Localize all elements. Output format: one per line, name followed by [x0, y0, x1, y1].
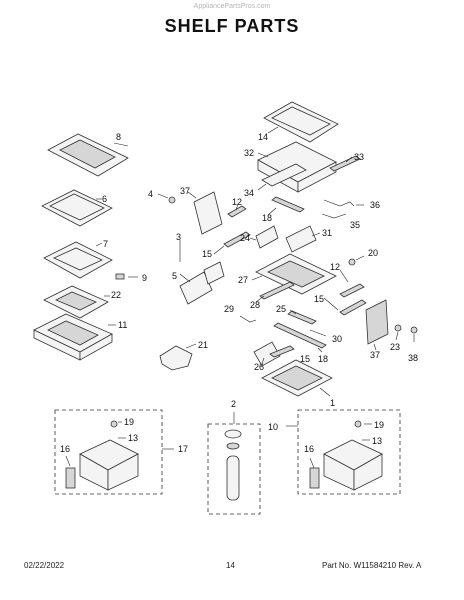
callout-6: 6	[102, 194, 107, 204]
panel-31	[285, 225, 321, 253]
cover-34	[257, 163, 307, 191]
shelf-14	[263, 101, 339, 143]
callout-15-right: 15	[314, 294, 324, 304]
callout-5: 5	[172, 271, 177, 281]
callout-27: 27	[238, 275, 248, 285]
rail-18-bottom	[273, 322, 327, 353]
watermark: AppliancePartsPros.com	[193, 3, 271, 10]
callout-31: 31	[322, 228, 332, 238]
callout-28: 28	[250, 300, 260, 310]
callout-35: 35	[350, 220, 360, 230]
rail-30	[309, 329, 327, 337]
callout-34: 34	[244, 188, 254, 198]
callout-8: 8	[116, 132, 121, 142]
clip-9	[115, 273, 138, 280]
callout-38: 38	[408, 353, 418, 363]
callout-2: 2	[231, 399, 236, 409]
callout-12-right: 12	[330, 262, 340, 272]
callout-14: 14	[258, 132, 268, 142]
screw-20	[348, 255, 365, 266]
track-15-right	[323, 297, 367, 316]
callout-36: 36	[370, 200, 380, 210]
frame-32	[257, 141, 337, 193]
callout-22: 22	[111, 290, 121, 300]
shelf-8	[47, 133, 129, 177]
track-12-left	[227, 203, 247, 218]
callout-12-left: 12	[232, 197, 242, 207]
callout-13-left: 13	[128, 433, 138, 443]
shelf-27	[251, 253, 337, 295]
callout-24: 24	[240, 233, 250, 243]
callout-37-right: 37	[370, 350, 380, 360]
bracket-3-5	[179, 240, 225, 305]
track-12-right	[339, 269, 365, 298]
callout-3: 3	[176, 232, 181, 242]
screw-23	[394, 324, 402, 341]
callout-25: 25	[276, 304, 286, 314]
bracket-36	[323, 199, 364, 207]
shelf-6	[41, 189, 113, 227]
callout-16-right: 16	[304, 444, 314, 454]
page-title: SHELF PARTS	[164, 16, 300, 36]
callout-33: 33	[354, 152, 364, 162]
rail-25	[287, 309, 317, 325]
callout-15-bottom: 15	[300, 354, 310, 364]
bracket-35	[321, 213, 347, 219]
grille-37	[365, 299, 389, 351]
tray-1	[261, 359, 333, 397]
callout-18-top: 18	[262, 213, 272, 223]
rail-18-top	[267, 196, 305, 216]
bracket-21	[159, 343, 197, 371]
screw-4	[157, 193, 176, 204]
shelf-7	[43, 241, 113, 279]
track-15-bottom	[269, 345, 295, 358]
callout-10: 10	[268, 422, 278, 432]
callout-20: 20	[368, 248, 378, 258]
callout-7: 7	[103, 239, 108, 249]
callout-17: 17	[178, 444, 188, 454]
screw-38	[410, 326, 418, 342]
footer-date: 02/22/2022	[24, 561, 65, 570]
callout-15-left: 15	[202, 249, 212, 259]
rail-29	[239, 315, 257, 323]
cover-24	[249, 225, 279, 249]
crisper-assembly-10	[286, 409, 401, 495]
housing-26	[253, 341, 281, 367]
callout-21: 21	[198, 340, 208, 350]
rail-28	[255, 281, 295, 303]
callout-9: 9	[142, 273, 147, 283]
bin-11	[33, 313, 116, 361]
rail-33	[329, 155, 361, 172]
callout-26: 26	[254, 362, 264, 372]
callout-23: 23	[390, 342, 400, 352]
callout-1: 1	[330, 398, 335, 408]
callout-4: 4	[148, 189, 153, 199]
cup-assembly-2	[207, 412, 261, 515]
callout-30: 30	[332, 334, 342, 344]
callout-37-top: 37	[180, 186, 190, 196]
shelf-22	[43, 285, 110, 319]
track-15-left	[213, 231, 251, 255]
support-37-left	[187, 191, 223, 235]
callout-32: 32	[244, 148, 254, 158]
callout-29: 29	[224, 304, 234, 314]
callout-19-right: 19	[374, 420, 384, 430]
callout-13-right: 13	[372, 436, 382, 446]
footer-page-number: 14	[226, 561, 235, 570]
callout-11: 11	[118, 320, 127, 330]
callout-19-left: 19	[124, 417, 134, 427]
callout-16-left: 16	[60, 444, 70, 454]
crisper-assembly-17	[54, 409, 174, 495]
footer-part-number: Part No. W11584210 Rev. A	[322, 561, 422, 570]
callout-18-bottom: 18	[318, 354, 328, 364]
